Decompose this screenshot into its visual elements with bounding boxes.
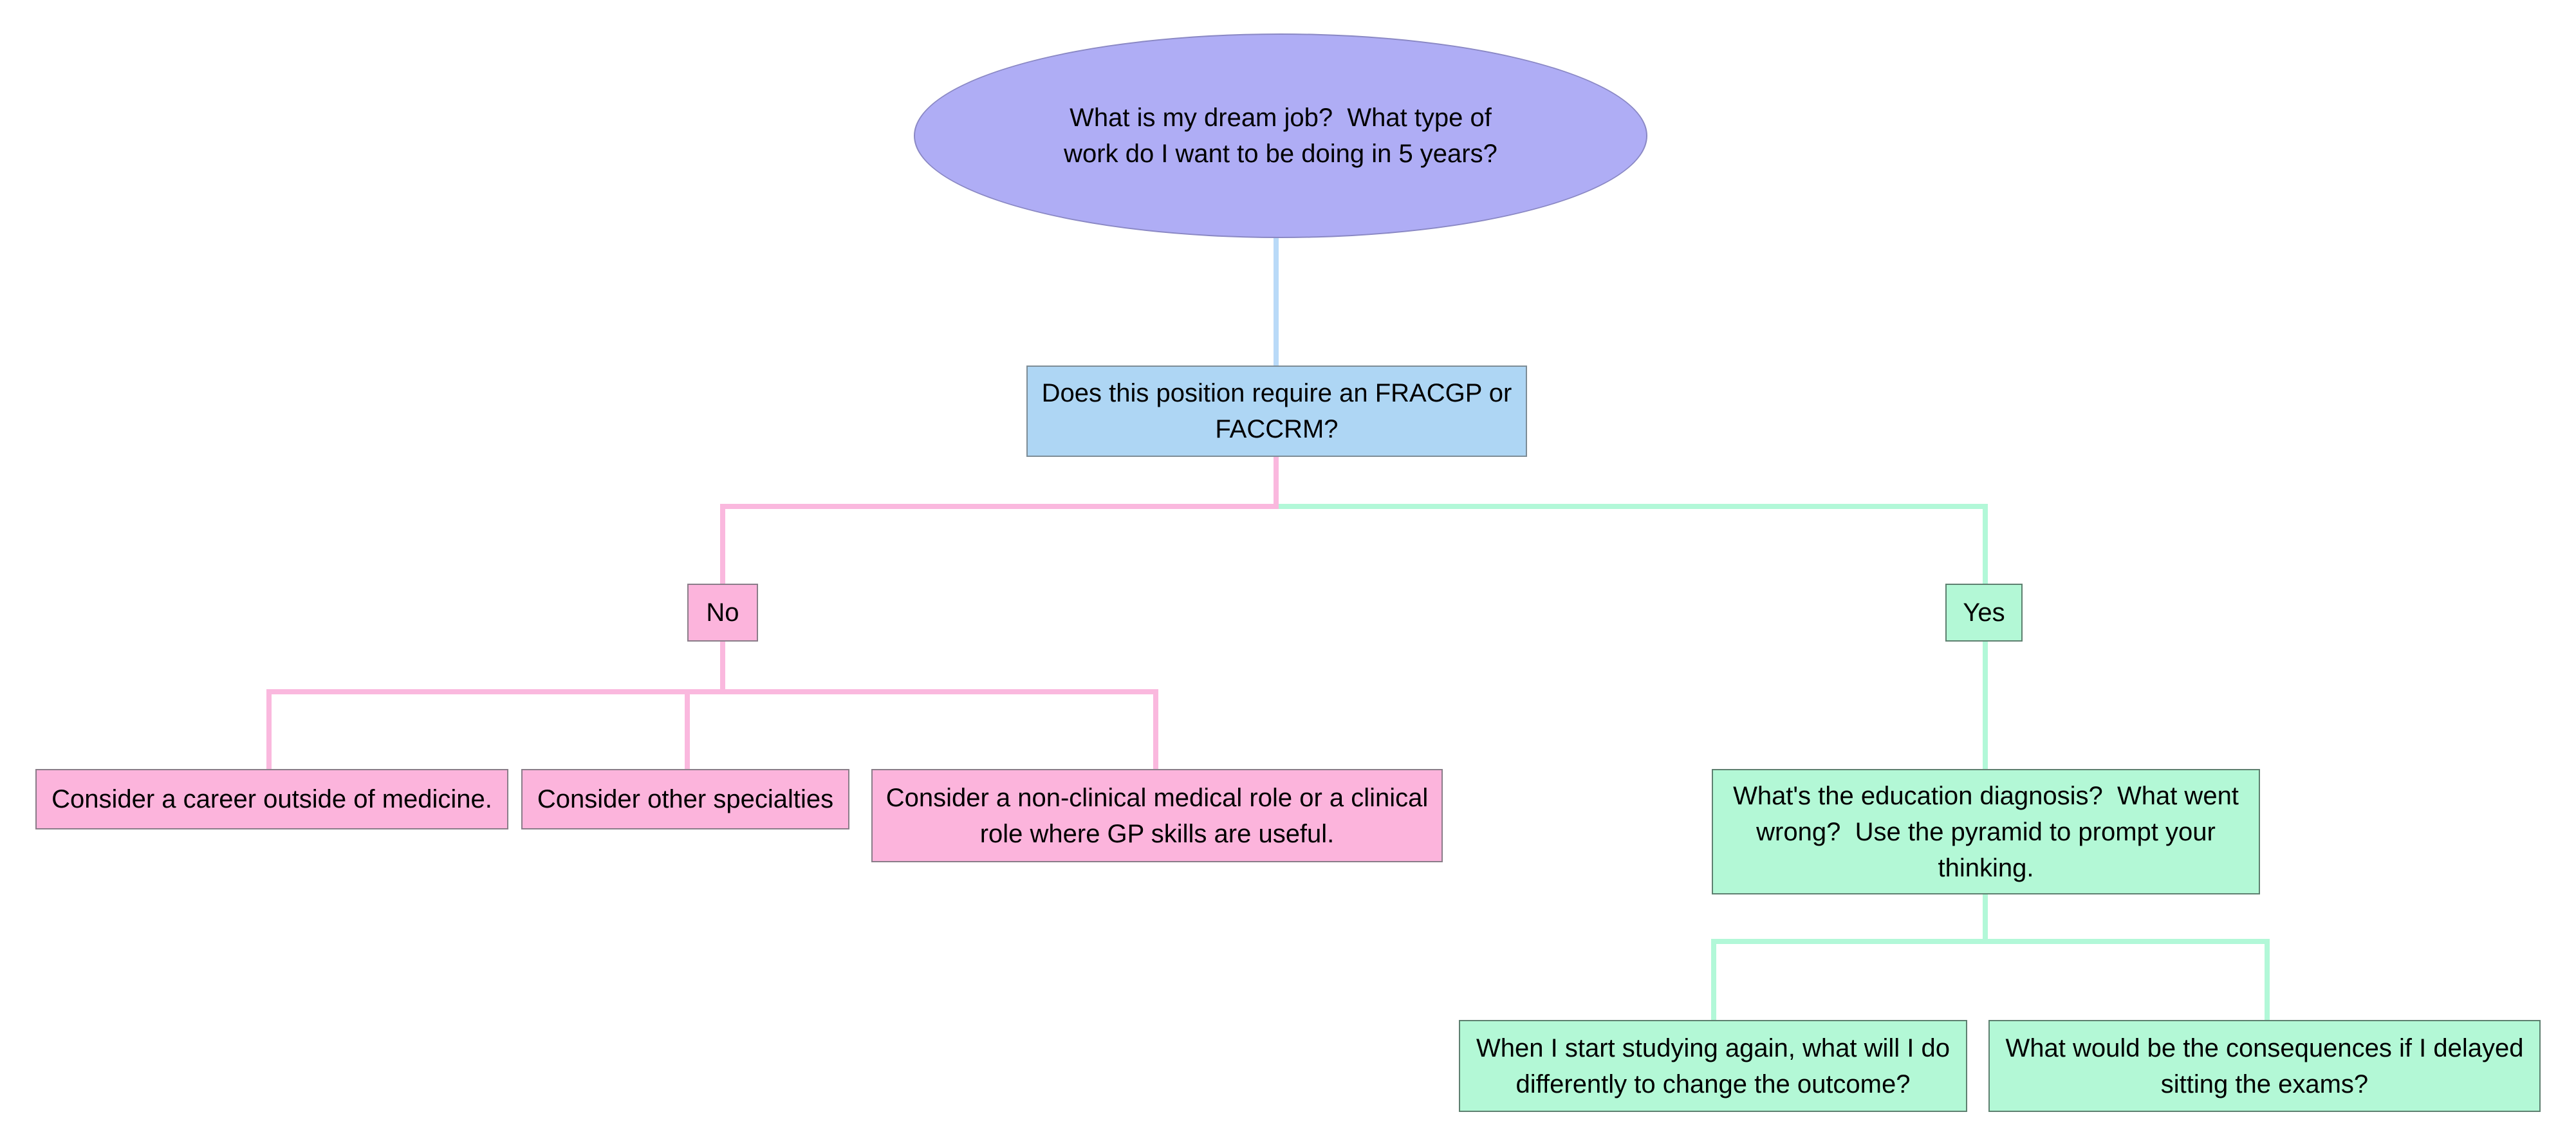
node-question-label: Does this position require an FRACGP or … [1041,379,1519,443]
node-non-clinical-role-label: Consider a non-clinical medical role or … [885,783,1436,848]
node-delay-exams-consequences-label: What would be the consequences if I dela… [2005,1033,2531,1098]
node-other-specialties-label: Consider other specialties [537,785,834,813]
node-career-outside-medicine[interactable]: Consider a career outside of medicine. [35,769,508,829]
node-no-label: No [706,598,739,627]
node-education-diagnosis[interactable]: What's the education diagnosis? What wen… [1712,769,2260,894]
node-study-differently[interactable]: When I start studying again, what will I… [1459,1020,1967,1112]
node-education-diagnosis-label: What's the education diagnosis? What wen… [1733,781,2247,882]
node-yes-label: Yes [1963,598,2005,627]
node-root-label: What is my dream job? What type of work … [1064,104,1499,168]
node-career-outside-medicine-label: Consider a career outside of medicine. [51,785,492,813]
node-question-fracgp[interactable]: Does this position require an FRACGP or … [1026,366,1527,457]
node-root-question-ellipse[interactable]: What is my dream job? What type of work … [914,33,1647,238]
node-study-differently-label: When I start studying again, what will I… [1476,1033,1958,1098]
node-delay-exams-consequences[interactable]: What would be the consequences if I dela… [1988,1020,2541,1112]
node-other-specialties[interactable]: Consider other specialties [521,769,849,829]
node-non-clinical-role[interactable]: Consider a non-clinical medical role or … [871,769,1443,862]
node-no[interactable]: No [687,584,758,642]
node-yes[interactable]: Yes [1945,584,2023,642]
